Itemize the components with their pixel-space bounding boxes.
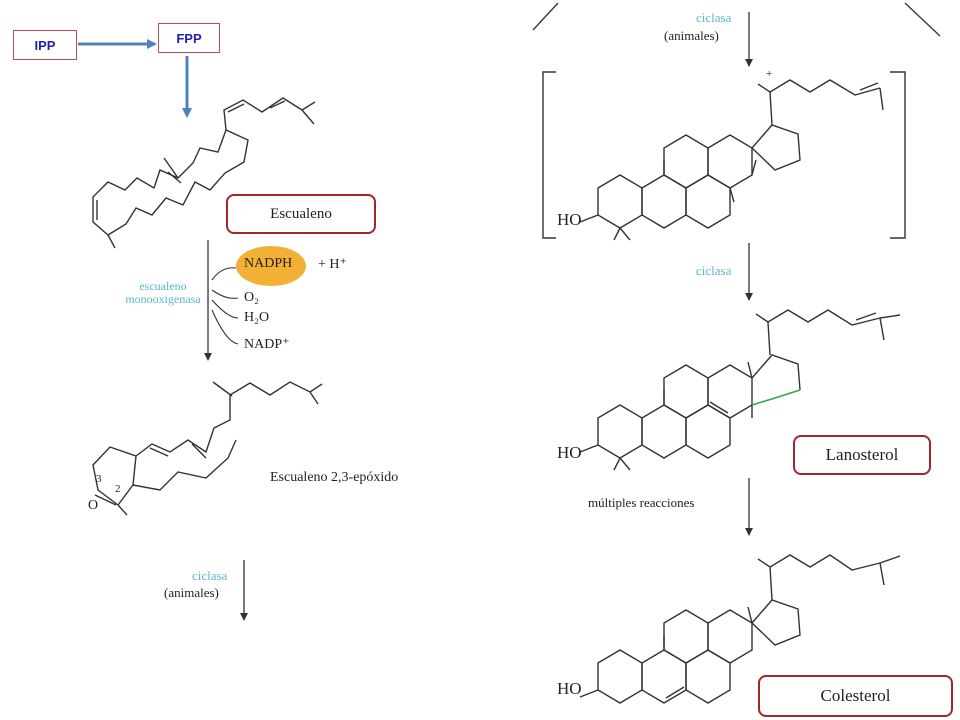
cholesterol-label: Colesterol: [758, 675, 953, 717]
bracket-right: [890, 71, 906, 239]
cholesterol-structure: [579, 554, 901, 704]
position-2: 2: [115, 483, 121, 495]
cation-structure: [579, 79, 884, 241]
corner-line-left: [532, 2, 559, 31]
epoxide-oxygen: O: [88, 498, 99, 513]
nadph-label: NADPH: [244, 256, 293, 271]
multiples-label: múltiples reacciones: [588, 495, 695, 510]
enzyme-line2: monooxigenasa: [125, 292, 201, 306]
nadph-highlight: [236, 246, 306, 286]
nadp-label: NADP⁺: [244, 337, 290, 352]
epoxide-label: Escualeno 2,3-epóxido: [270, 470, 399, 485]
ciclasa-label-mid: ciclasa: [696, 263, 732, 278]
cation-charge: +: [766, 68, 773, 80]
ipp-label: IPP: [13, 30, 77, 60]
h2o-label: H₂O: [244, 310, 270, 325]
hplus-label: + H⁺: [318, 257, 347, 272]
squalene-label: Escualeno: [226, 194, 376, 234]
cofactor-curves: [211, 267, 239, 345]
squalene-structure: [92, 97, 316, 249]
animales-label-top: (animales): [664, 28, 719, 43]
epoxide-structure: [92, 381, 323, 516]
corner-line-right: [904, 2, 941, 37]
ciclasa-label-left: ciclasa: [192, 568, 228, 583]
monooxygenase-label: escualeno monooxigenasa: [118, 280, 208, 306]
bracket-left: [542, 71, 556, 239]
fpp-label: FPP: [158, 23, 220, 53]
lanosterol-structure: [579, 309, 901, 471]
ho-label-cation: HO: [557, 210, 582, 229]
lanosterol-label: Lanosterol: [793, 435, 931, 475]
lanosterol-d-ring-highlight: [751, 389, 801, 406]
position-3: 3: [96, 473, 102, 485]
ho-label-lanosterol: HO: [557, 443, 582, 462]
animales-label-left: (animales): [164, 585, 219, 600]
o2-label: O₂: [244, 290, 259, 305]
ciclasa-label-top: ciclasa: [696, 10, 732, 25]
enzyme-line1: escualeno: [139, 279, 187, 293]
ho-label-cholesterol: HO: [557, 679, 582, 698]
